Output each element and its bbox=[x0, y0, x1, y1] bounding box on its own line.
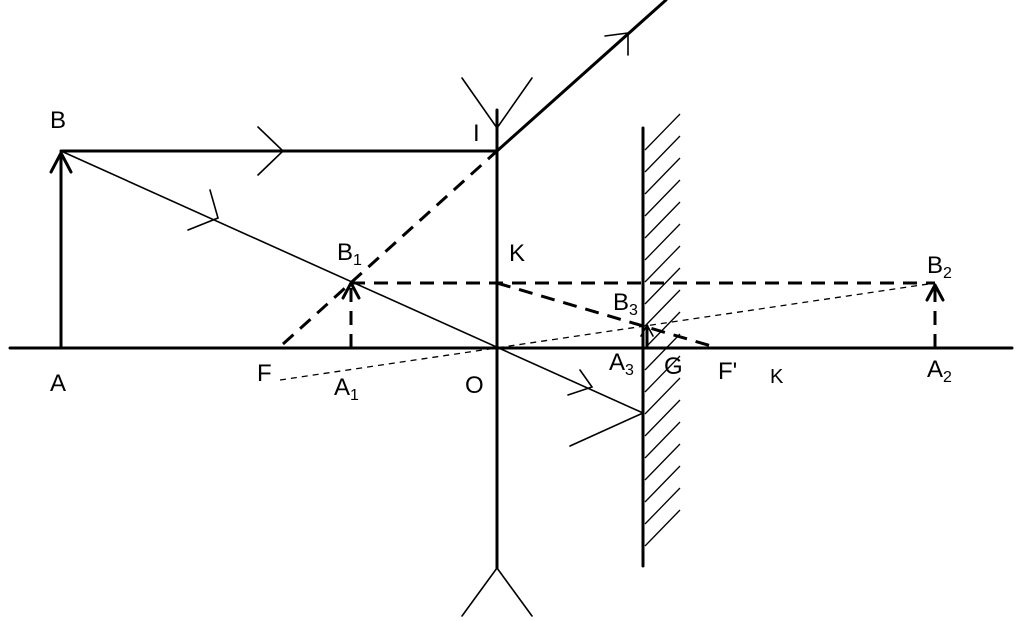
mirror-hatch-line bbox=[644, 135, 681, 173]
mirror-hatch-line bbox=[644, 399, 681, 437]
ray-FI-construction bbox=[281, 149, 499, 346]
mirror-hatch-line bbox=[644, 465, 681, 503]
mirror-hatch-line bbox=[644, 267, 681, 305]
lens-top-arrow bbox=[461, 77, 533, 130]
label-I: I bbox=[473, 120, 480, 147]
mirror-hatch-line bbox=[644, 157, 681, 195]
mirror-hatch-line bbox=[644, 487, 681, 525]
line-KF-prime bbox=[496, 281, 719, 350]
label-B: B bbox=[50, 107, 66, 134]
label-B2: B2 bbox=[927, 252, 952, 282]
mirror-hatch-line bbox=[644, 421, 681, 459]
mirror-hatch-line bbox=[644, 509, 681, 547]
mirror-hatching bbox=[644, 113, 681, 547]
label-F: F bbox=[257, 360, 272, 387]
label-F-prime: F' bbox=[718, 358, 737, 385]
mirror-hatch-line bbox=[644, 355, 681, 393]
ray-reflected bbox=[569, 412, 644, 447]
label-A1: A1 bbox=[334, 374, 359, 404]
ray-O-mirror-arrow bbox=[567, 369, 594, 396]
ray-BI-arrow bbox=[257, 126, 285, 176]
label-G: G bbox=[664, 353, 683, 380]
label-A: A bbox=[50, 370, 66, 397]
label-O: O bbox=[465, 372, 484, 399]
mirror-hatch-line bbox=[644, 201, 681, 239]
mirror-hatch-line bbox=[644, 333, 681, 371]
lens-bottom-arrow bbox=[461, 566, 533, 617]
mirror-hatch-line bbox=[644, 377, 681, 415]
label-A3: A3 bbox=[609, 349, 634, 379]
label-K-upper: K bbox=[509, 240, 525, 267]
mirror-hatch-line bbox=[644, 113, 681, 151]
label-B3: B3 bbox=[613, 289, 638, 319]
mirror-hatch-line bbox=[644, 245, 681, 283]
label-B1: B1 bbox=[337, 239, 362, 269]
object-arrowhead bbox=[49, 151, 73, 174]
mirror-hatch-line bbox=[644, 443, 681, 481]
image-A2B2-arrowhead bbox=[925, 283, 945, 302]
ray-BO-arrow bbox=[187, 189, 219, 231]
line-F-B2 bbox=[279, 282, 936, 381]
label-A2: A2 bbox=[927, 356, 952, 386]
image-A3B3-arrowhead bbox=[640, 323, 654, 337]
ray-I-emergent bbox=[495, 0, 668, 153]
ray-I-emergent-arrow bbox=[604, 32, 629, 56]
mirror-hatch-line bbox=[644, 179, 681, 217]
mirror-hatch-line bbox=[644, 223, 681, 261]
mirror-hatch-line bbox=[644, 311, 681, 349]
label-K-lower: K bbox=[770, 366, 784, 388]
mirror-hatch-line bbox=[644, 289, 681, 327]
